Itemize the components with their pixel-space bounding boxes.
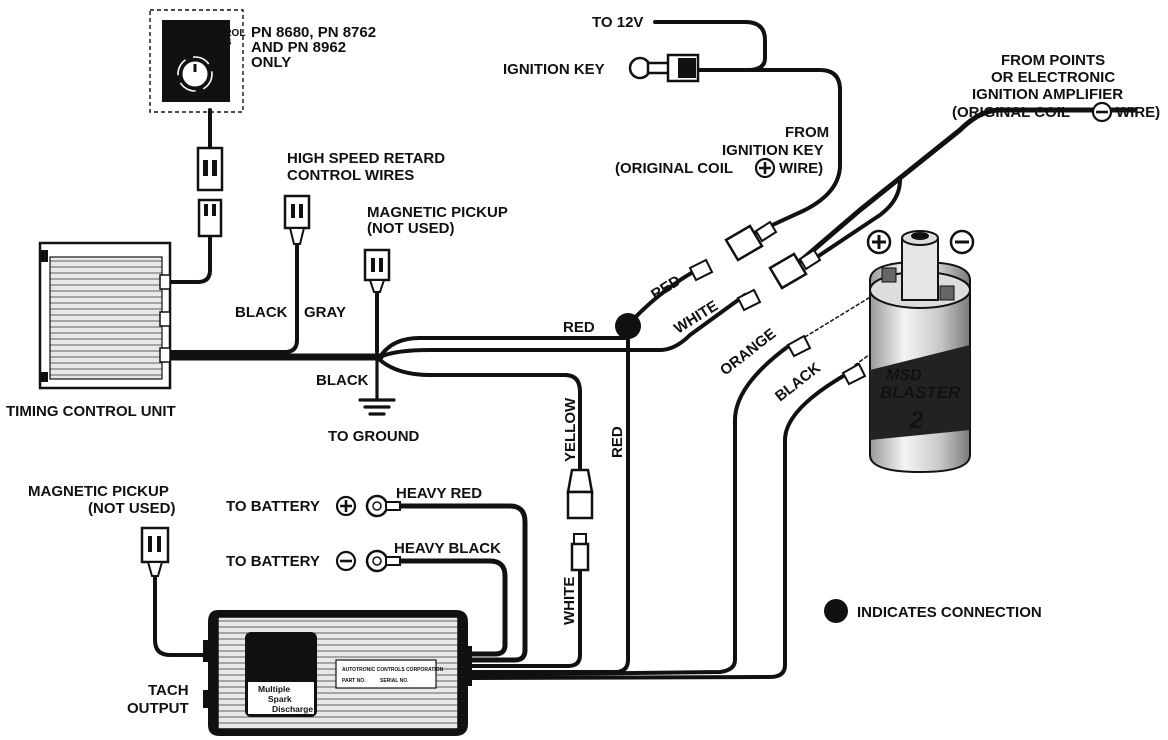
label-pn-1: PN 8680, PN 8762 <box>251 24 376 41</box>
label-red-diag: RED <box>648 272 684 303</box>
label-black: BLACK <box>316 372 369 389</box>
red-terminal <box>688 258 714 282</box>
msd-box-serial: SERIAL NO. <box>380 678 409 684</box>
label-pn-2: AND PN 8962 <box>251 39 346 56</box>
battery-minus-icon <box>335 550 357 572</box>
control-knob-text-1: CONTROL <box>196 28 245 39</box>
label-ignition-key: IGNITION KEY <box>503 61 605 78</box>
orange-terminal <box>786 334 812 358</box>
label-points-2: OR ELECTRONIC <box>991 69 1115 86</box>
msd-box-part: PART NO. <box>342 678 366 684</box>
msd-box-brand-2: IGNITION <box>254 667 299 678</box>
msd-box-line-2: Spark <box>268 694 292 704</box>
ignition-coil: MSD BLASTER 2 <box>869 230 971 474</box>
labels: TO 12V IGNITION KEY PN 8680, PN 8762 AND… <box>6 14 1160 717</box>
ignition-key-icon <box>628 53 700 83</box>
label-to-battery-neg: TO BATTERY <box>226 553 320 570</box>
label-timing-unit: TIMING CONTROL UNIT <box>6 403 176 420</box>
label-red-main: RED <box>563 319 595 336</box>
label-from-key-3b: WIRE) <box>779 160 823 177</box>
junction-dot <box>615 313 641 339</box>
label-to-battery-pos: TO BATTERY <box>226 498 320 515</box>
label-mag-top-2: (NOT USED) <box>367 220 455 237</box>
control-knob-dial-icon <box>182 61 208 87</box>
label-black-gray-black: BLACK <box>235 304 288 321</box>
label-from-key-3a: (ORIGINAL COIL <box>615 160 733 177</box>
mag-pickup-left-connector <box>140 526 170 577</box>
control-knob-module: MSD IGNITION CONTROL KNOB <box>149 9 245 113</box>
label-black-gray-gray: GRAY <box>304 304 346 321</box>
label-points-4b: WIRE) <box>1116 104 1160 121</box>
label-hsr-1: HIGH SPEED RETARD <box>287 150 445 167</box>
label-red-vert: RED <box>609 426 626 458</box>
yellow-white-connector <box>566 468 594 572</box>
knob-connector <box>196 146 224 238</box>
mag-pickup-top-connector <box>363 248 391 293</box>
label-mag-left-1: MAGNETIC PICKUP <box>28 483 169 500</box>
battery-plus-icon <box>335 495 357 517</box>
coil-wire-connector <box>768 248 822 290</box>
coil-minus-icon <box>949 229 975 255</box>
label-orange: ORANGE <box>717 325 779 379</box>
label-from-key-1: FROM <box>785 124 829 141</box>
battery-neg-ring <box>365 549 401 573</box>
label-mag-left-2: (NOT USED) <box>88 500 176 517</box>
label-to-12v: TO 12V <box>592 14 643 31</box>
label-points-1: FROM POINTS <box>1001 52 1105 69</box>
label-mag-top-1: MAGNETIC PICKUP <box>367 204 508 221</box>
msd-box-brand: MSD <box>254 640 303 665</box>
control-knob-text-2: KNOB <box>202 37 231 48</box>
coil-model: BLASTER <box>880 383 961 402</box>
coil-number: 2 <box>909 407 924 434</box>
label-tach-1: TACH <box>148 682 189 699</box>
white-terminal <box>736 288 762 312</box>
label-points-3: IGNITION AMPLIFIER <box>972 86 1123 103</box>
label-black-coil: BLACK <box>772 359 824 405</box>
battery-pos-ring <box>365 494 401 518</box>
label-pn-3: ONLY <box>251 54 291 71</box>
key-wire-connector <box>724 220 778 262</box>
label-from-key-2: IGNITION KEY <box>722 142 824 159</box>
timing-control-unit <box>38 241 172 390</box>
label-heavy-black: HEAVY BLACK <box>394 540 501 557</box>
coil-plus-icon <box>866 229 892 255</box>
label-indicates-connection: INDICATES CONNECTION <box>857 604 1042 621</box>
wires <box>153 20 1138 680</box>
black-terminal <box>841 362 867 386</box>
label-points-4a: (ORIGINAL COIL <box>952 104 1070 121</box>
coil-brand: MSD <box>886 367 922 384</box>
label-to-ground: TO GROUND <box>328 428 420 445</box>
points-minus-icon <box>1091 101 1113 123</box>
label-tach-2: OUTPUT <box>127 700 189 717</box>
msd-box-line-1: Multiple <box>258 684 290 694</box>
label-heavy-red: HEAVY RED <box>396 485 482 502</box>
control-knob-brand: MSD IGNITION <box>168 30 213 37</box>
msd-box-line-3: Discharge <box>272 704 313 714</box>
from-key-plus-icon <box>754 157 776 179</box>
label-yellow: YELLOW <box>562 397 579 462</box>
legend-connection-dot <box>824 599 848 623</box>
msd-box-plate: AUTOTRONIC CONTROLS CORPORATION <box>342 667 444 673</box>
hsr-connector <box>283 194 311 245</box>
msd-ignition-box: MSD IGNITION Multiple Spark Discharge AU… <box>203 610 472 736</box>
label-hsr-2: CONTROL WIRES <box>287 167 414 184</box>
label-white-vert: WHITE <box>561 577 578 625</box>
